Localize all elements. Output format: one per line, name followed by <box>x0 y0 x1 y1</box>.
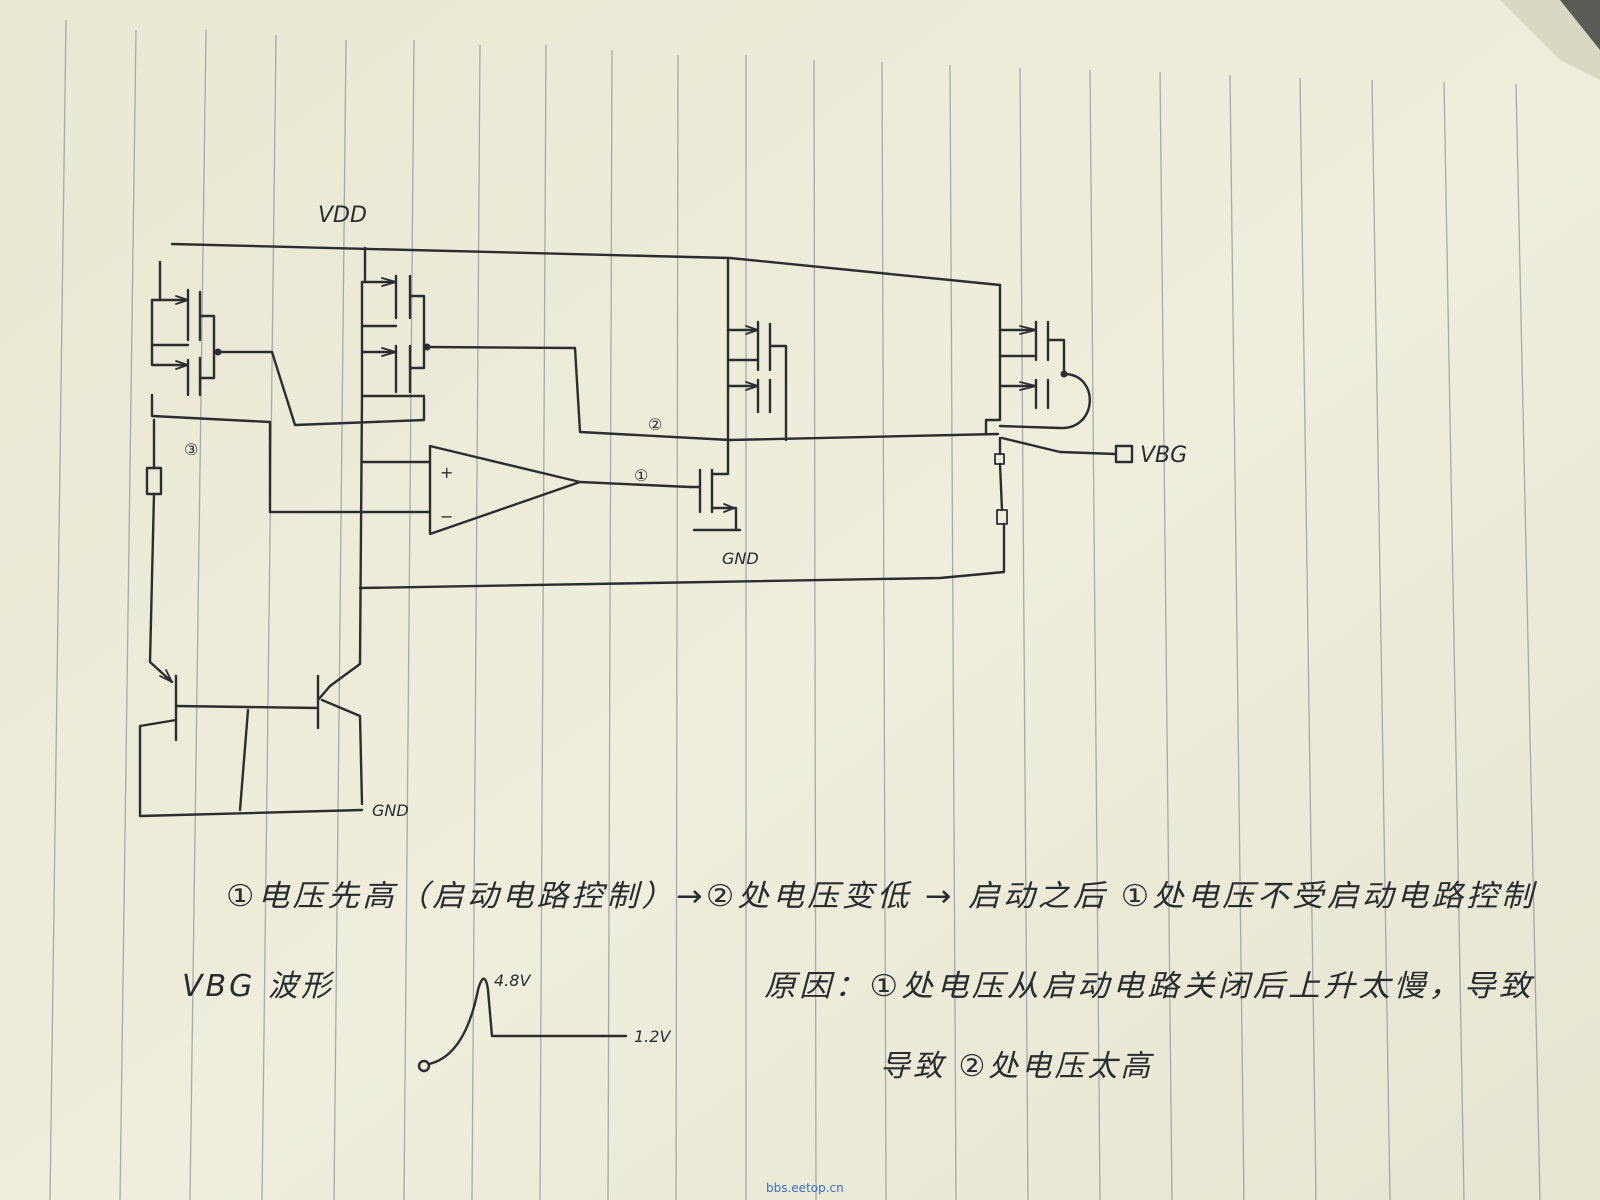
vbg-label: VBG <box>1140 443 1187 468</box>
vdd-rail <box>170 242 1002 287</box>
ruled-lines <box>49 19 1541 1200</box>
wave-final-label: 1.2V <box>634 1027 671 1046</box>
feedback-wire <box>358 522 1006 590</box>
node-3-label: ③ <box>184 440 198 459</box>
left-to-amp-minus <box>150 414 432 514</box>
node-1-label: ① <box>634 466 648 485</box>
op-amp <box>428 444 692 536</box>
circuit-labels: VDD VBG GND GND ① ② ③ + − <box>184 203 1187 820</box>
gnd-label-bottom: GND <box>372 801 409 820</box>
handwritten-notes: ①电压先高（启动电路控制）→②处电压变低 → 启动之后 ①处电压不受启动电路控制… <box>182 879 1538 1084</box>
vbg-pin <box>1114 444 1134 464</box>
pmos-stack-far-right <box>984 320 1091 436</box>
pmos-stack-left <box>150 288 222 418</box>
gnd-label-right: GND <box>722 549 759 568</box>
pmos-stack-middle <box>360 274 431 398</box>
watermark: bbs.eetop.cn <box>766 1181 844 1195</box>
node-2-label: ② <box>648 415 662 434</box>
nmos-startup <box>688 438 742 532</box>
wave-peak-label: 4.8V <box>494 971 531 990</box>
reason-line-1: 原因：①处电压从启动电路关闭后上升太慢，导致 <box>764 969 1535 1004</box>
vbg-waveform <box>417 977 628 1073</box>
bjt-pair <box>138 674 364 818</box>
reason-line-2: 导致 ②处电压太高 <box>880 1049 1154 1084</box>
page-curl <box>1500 0 1600 80</box>
pmos-stack-right <box>726 320 788 442</box>
vbg-wire <box>1000 436 1118 456</box>
circuit-schematic <box>138 242 1134 818</box>
vbg-wave-label: VBG 波形 <box>182 969 335 1004</box>
vdd-label: VDD <box>318 203 367 228</box>
amp-plus-label: + <box>440 463 453 482</box>
note-line-1: ①电压先高（启动电路控制）→②处电压变低 → 启动之后 ①处电压不受启动电路控制 <box>226 879 1538 914</box>
amp-minus-label: − <box>440 507 453 526</box>
